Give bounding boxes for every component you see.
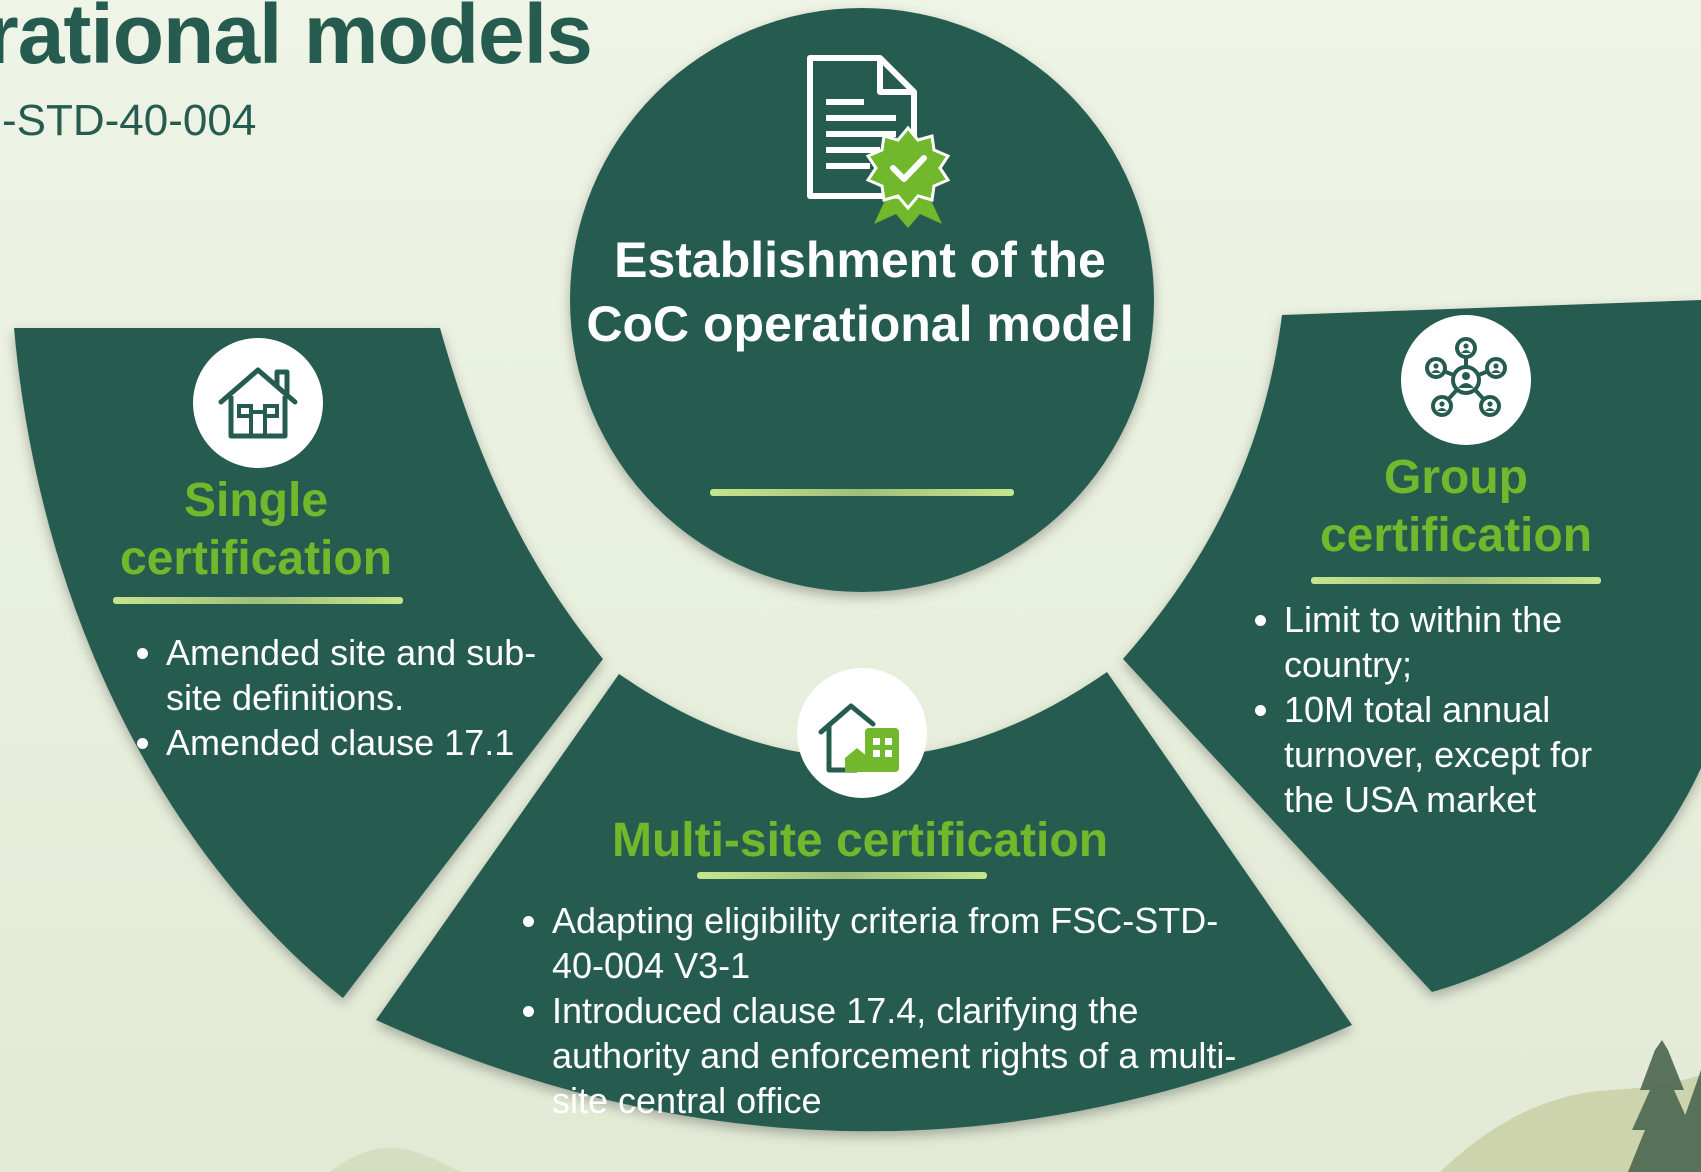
- certified-document-icon: [807, 55, 951, 228]
- center-heading: Establishment of the CoC operational mod…: [586, 232, 1134, 352]
- group-underline: [1311, 577, 1601, 584]
- group-heading: Group certification: [1319, 451, 1593, 562]
- group-icon-badge: [1401, 315, 1531, 445]
- list-item: Introduced clause 17.4, clarifying the a…: [552, 988, 1242, 1123]
- page-title: rational models: [0, 0, 593, 81]
- network-people-icon: [1425, 337, 1507, 417]
- single-certification-segment: [14, 328, 603, 998]
- multi-underline: [697, 872, 987, 879]
- group-bullet-list: Limit to within the country; 10M total a…: [1248, 597, 1644, 822]
- group-certification-segment: [1123, 300, 1701, 992]
- list-item: 10M total annual turnover, except for th…: [1284, 687, 1644, 822]
- multi-icon-badge: [797, 668, 927, 798]
- background-hill: [330, 1147, 460, 1172]
- list-item: Adapting eligibility criteria from FSC-S…: [552, 898, 1242, 988]
- center-underline: [710, 489, 1014, 496]
- multi-bullet-list: Adapting eligibility criteria from FSC-S…: [516, 898, 1242, 1123]
- list-item: Amended clause 17.1: [166, 720, 586, 765]
- multi-heading: Multi-site certification: [611, 814, 1109, 867]
- house-icon: [218, 367, 298, 439]
- single-icon-badge: [193, 338, 323, 468]
- background-hill: [1440, 1075, 1701, 1172]
- page-subtitle: -STD-40-004: [2, 96, 257, 145]
- single-underline: [113, 597, 403, 604]
- multi-building-icon: [818, 703, 899, 773]
- center-circle: [570, 8, 1154, 592]
- list-item: Limit to within the country;: [1284, 597, 1644, 687]
- background-tree: [1628, 1040, 1701, 1172]
- single-bullet-list: Amended site and sub-site definitions. A…: [130, 630, 586, 765]
- single-heading: Single certification: [119, 474, 393, 585]
- multi-site-certification-segment: [376, 672, 1352, 1132]
- list-item: Amended site and sub-site definitions.: [166, 630, 586, 720]
